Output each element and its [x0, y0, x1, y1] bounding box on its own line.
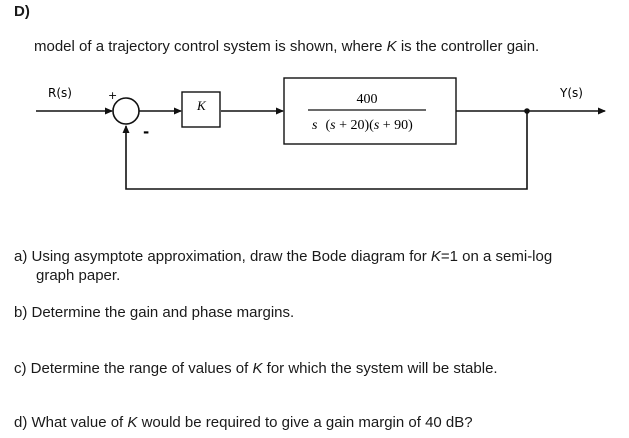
intro-text-after: is the controller gain. — [396, 38, 540, 55]
tf-numerator: 400 — [357, 92, 378, 107]
plant-block — [283, 77, 457, 145]
question-d: d) What value of K would be required to … — [14, 414, 473, 431]
question-d-before: d) What value of — [14, 414, 128, 431]
tf-den-open1: ( — [325, 118, 330, 133]
question-c-after: for which the system will be stable. — [262, 360, 498, 377]
gain-block — [181, 91, 221, 128]
problem-heading: D) — [14, 3, 30, 20]
question-c-variable: K — [252, 360, 263, 377]
tf-den-s2: s — [330, 118, 336, 133]
intro-gain-variable: K — [386, 38, 397, 55]
gain-label: K — [196, 98, 207, 113]
feedback-path-line — [122, 111, 528, 190]
intro-text: model of a trajectory control system is … — [34, 38, 539, 55]
summing-junction — [112, 97, 140, 125]
tf-den-rest2: + 90) — [379, 118, 413, 133]
tf-den-rest1: + 20)( — [336, 118, 375, 133]
tf-den-s1: s — [312, 118, 318, 133]
question-c: c) Determine the range of values of K fo… — [14, 360, 498, 377]
question-a-line2: graph paper. — [36, 267, 121, 284]
minus-sign: - — [143, 123, 149, 141]
question-a-line1: a) Using asymptote approximation, draw t… — [14, 248, 552, 265]
question-a-variable: K — [430, 248, 441, 265]
tf-denominator: s(s + 20)(s + 90) — [312, 118, 413, 133]
question-b: b) Determine the gain and phase margins. — [14, 304, 295, 321]
question-d-variable: K — [127, 414, 138, 431]
question-a-before: a) Using asymptote approximation, draw t… — [14, 248, 431, 265]
pickoff-point — [524, 108, 530, 114]
intro-text-before: model of a trajectory control system is … — [34, 38, 387, 55]
question-c-before: c) Determine the range of values of — [14, 360, 253, 377]
plus-sign: + — [108, 89, 117, 102]
tf-den-s3: s — [374, 118, 380, 133]
question-d-after: would be required to give a gain margin … — [137, 414, 473, 431]
question-a-after: =1 on a semi-log — [440, 248, 553, 265]
input-label: R(s) — [48, 86, 72, 100]
output-label: Y(s) — [559, 86, 583, 100]
